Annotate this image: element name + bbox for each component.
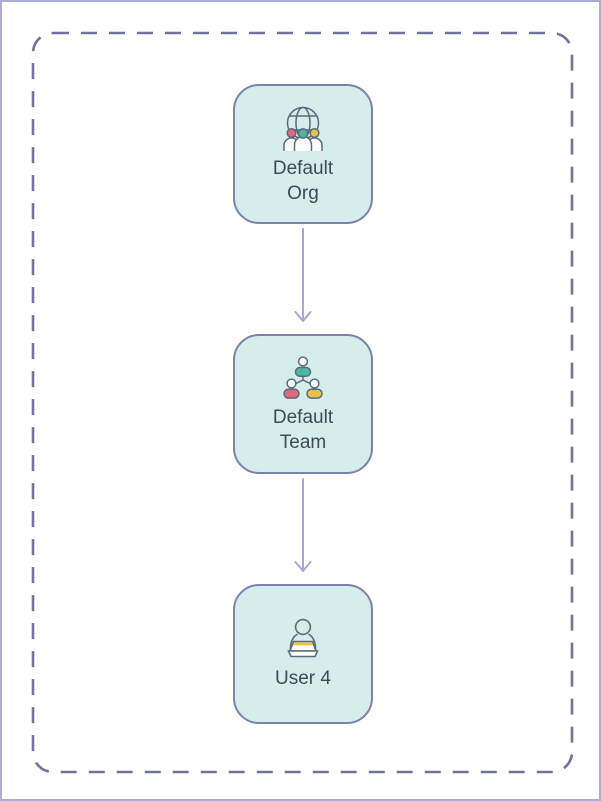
node-label: Default Team <box>273 405 333 455</box>
user-laptop-icon <box>287 618 319 658</box>
edge-arrow-team-to-user <box>294 478 312 572</box>
node-label: Default Org <box>273 156 333 206</box>
node-label-line1: User 4 <box>275 668 331 689</box>
node-label-line1: Default <box>272 157 334 179</box>
node-label-line1: Default <box>272 406 334 428</box>
org-globe-people-icon <box>283 106 323 151</box>
node-user-4[interactable]: User 4 <box>233 584 373 724</box>
team-hierarchy-icon <box>283 355 323 399</box>
node-default-team[interactable]: Default Team <box>233 334 373 474</box>
node-default-org[interactable]: Default Org <box>233 84 373 224</box>
edge-arrow-org-to-team <box>294 228 312 322</box>
node-label: User 4 <box>275 666 331 691</box>
node-label-line2: Org <box>287 182 319 204</box>
node-label-line2: Team <box>279 431 327 453</box>
